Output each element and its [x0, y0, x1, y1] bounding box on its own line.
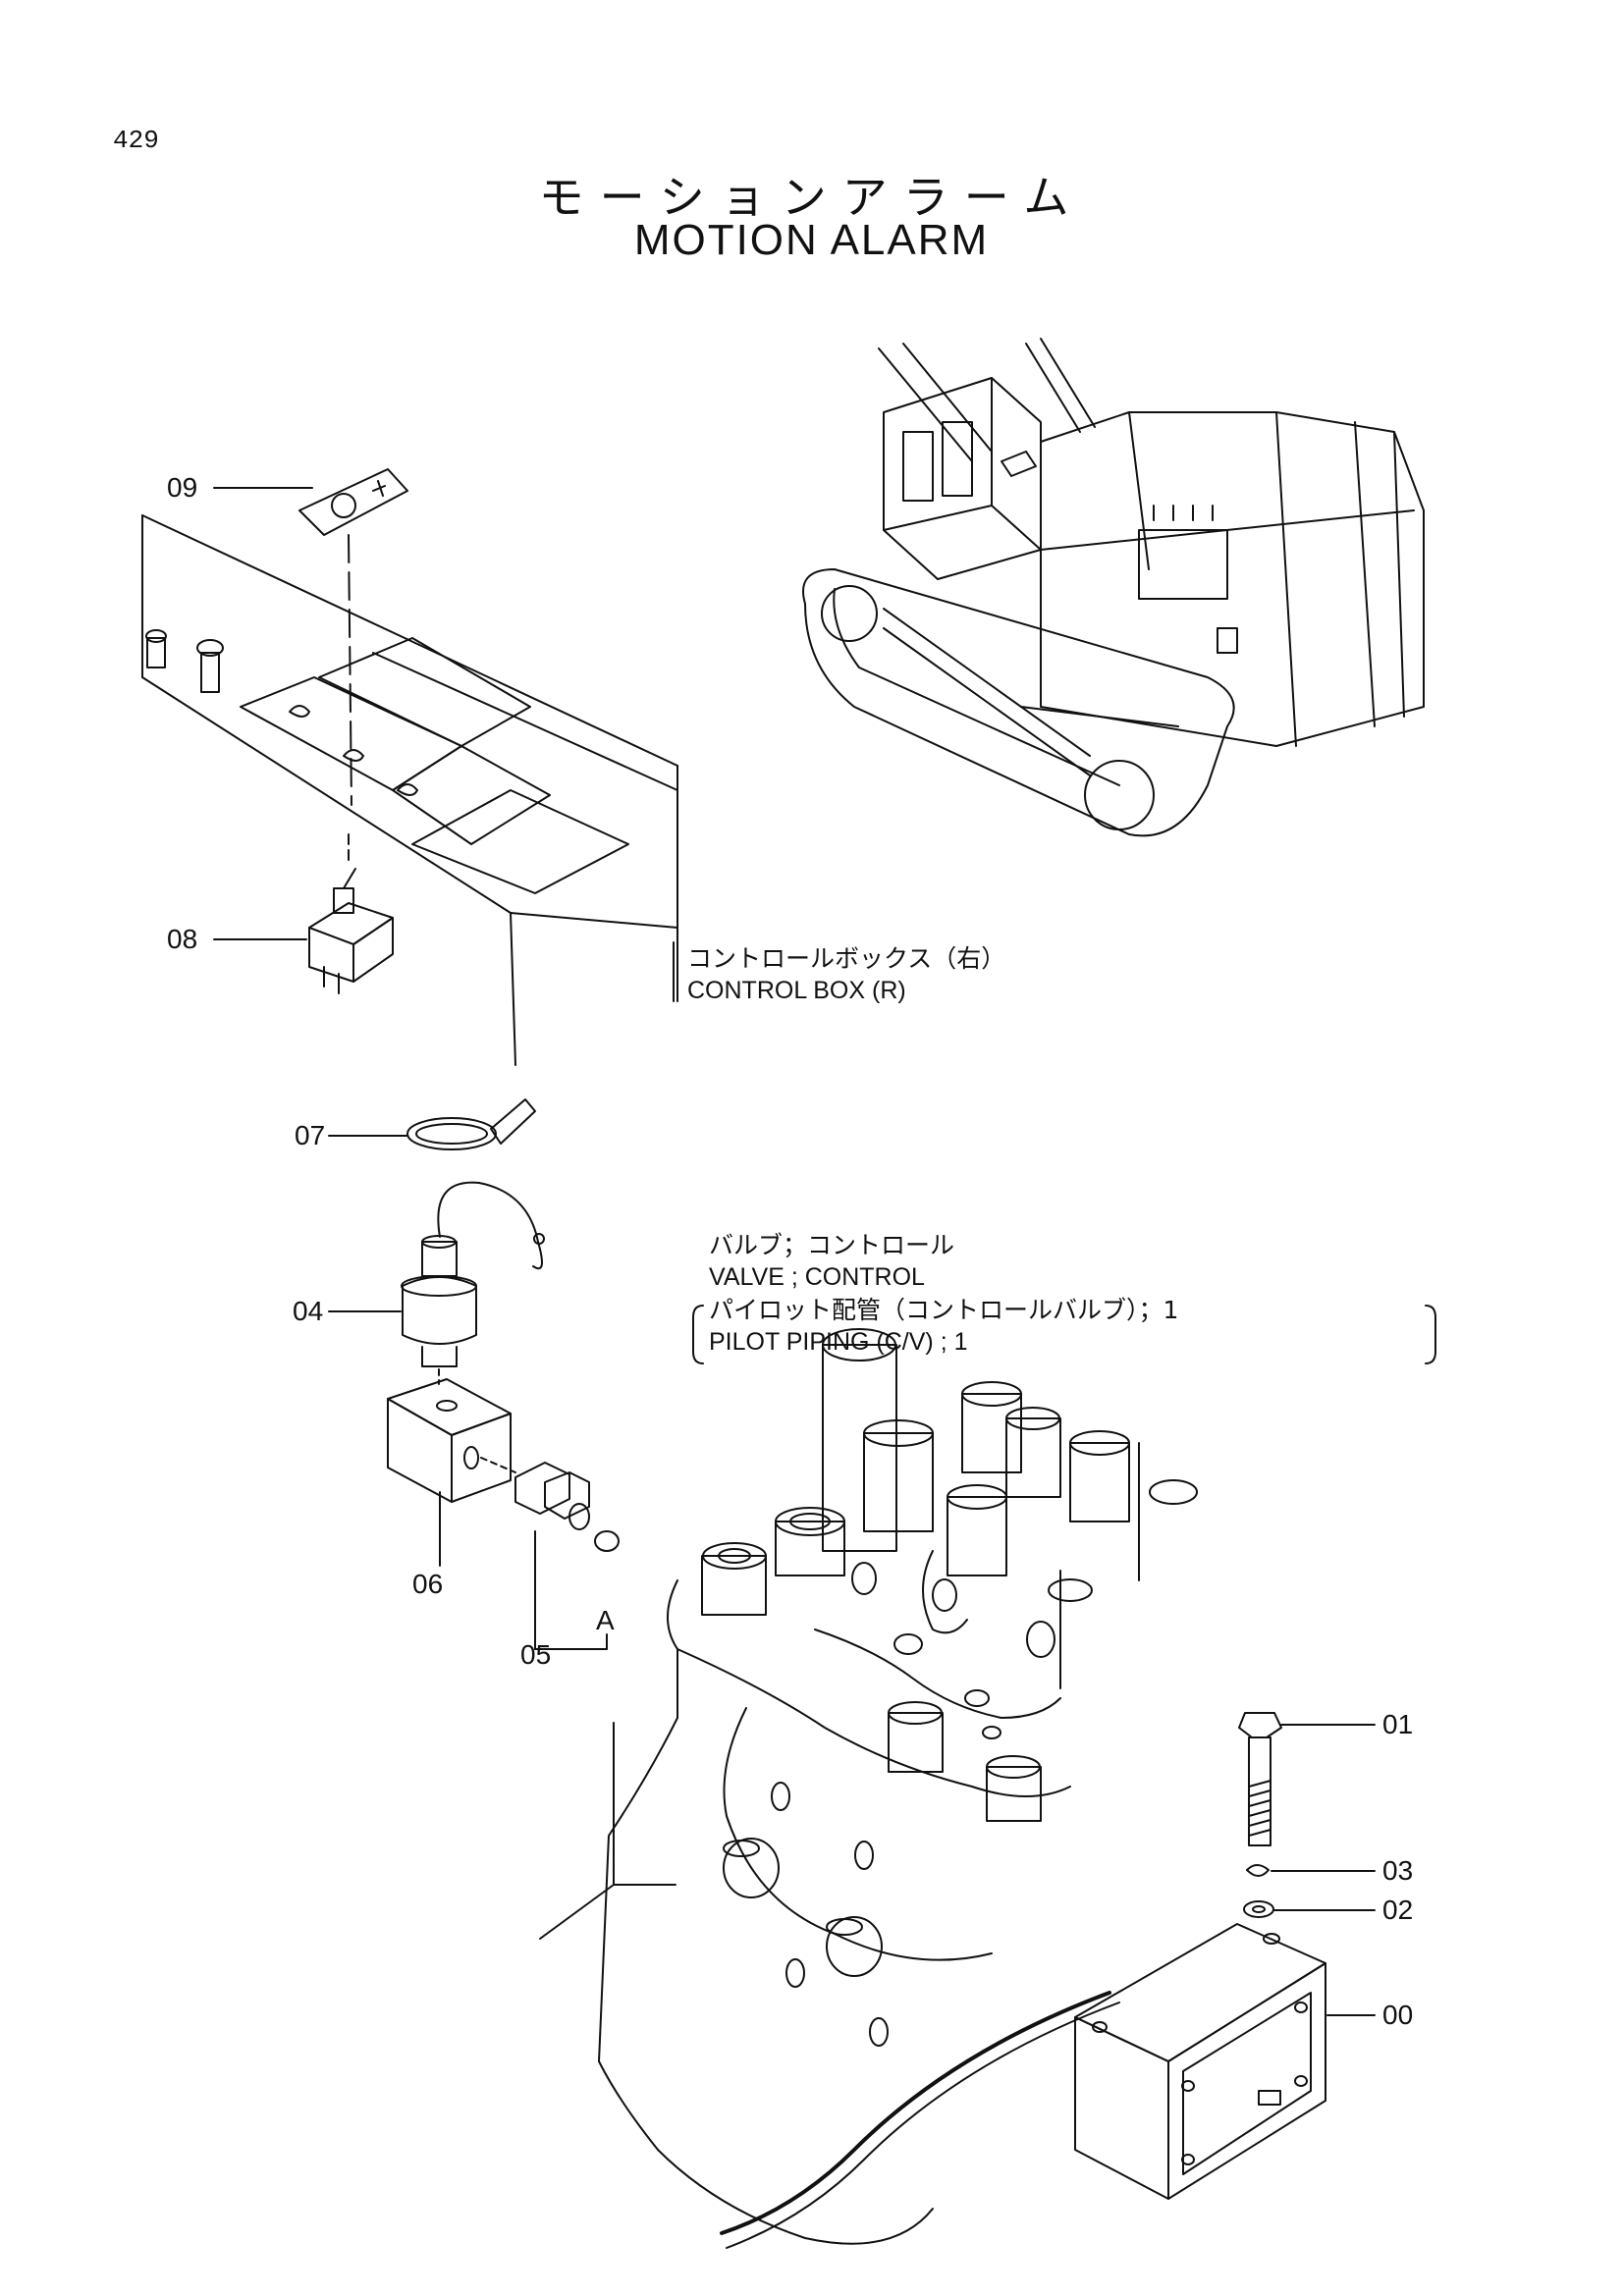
callout-00: 00 — [1382, 2000, 1414, 2030]
control-box-illustration — [142, 515, 677, 1065]
pilot-piping-bracket-left — [693, 1306, 703, 1363]
pilot-piping-bracket-right — [1426, 1306, 1435, 1363]
bracket-05-A — [535, 1531, 607, 1649]
label-pilot-piping-ja: パイロット配管（コントロールバルブ）；1 — [709, 1296, 1179, 1324]
callout-05: 05 — [520, 1639, 552, 1670]
callout-09: 09 — [167, 472, 198, 503]
control-valve-illustration — [540, 1329, 1197, 2244]
title-japanese: モーションアラーム — [538, 171, 1085, 224]
part-06-block — [388, 1379, 511, 1566]
part-02-washer — [1244, 1901, 1273, 1917]
callout-01: 01 — [1382, 1709, 1414, 1739]
part-03-spring-washer — [1247, 1865, 1269, 1876]
part-04-pressure-switch — [402, 1183, 544, 1384]
callout-08: 08 — [167, 924, 198, 954]
label-valve-en: VALVE ; CONTROL — [709, 1263, 925, 1291]
callout-03: 03 — [1382, 1855, 1414, 1886]
callout-07: 07 — [295, 1120, 326, 1150]
excavator-illustration — [803, 339, 1424, 835]
title-english: MOTION ALARM — [633, 216, 990, 264]
callout-04: 04 — [293, 1296, 324, 1326]
label-control-box-en: CONTROL BOX (R) — [687, 977, 906, 1004]
label-valve-ja: バルブ；コントロール — [709, 1231, 955, 1259]
part-07-cable-tie — [407, 1099, 535, 1149]
callout-A: A — [596, 1605, 615, 1635]
page-number: 429 — [113, 126, 159, 155]
callout-02: 02 — [1382, 1895, 1414, 1925]
part-00-motion-alarm-unit — [722, 1924, 1325, 2248]
part-05-adapter — [481, 1458, 589, 1529]
part-01-bolt — [1239, 1713, 1281, 1845]
label-control-box-ja: コントロールボックス（右） — [687, 944, 1006, 973]
callout-06: 06 — [412, 1569, 444, 1599]
part-09-plate — [299, 469, 407, 805]
label-pilot-piping-en: PILOT PIPING (C/V) ; 1 — [709, 1328, 968, 1356]
part-08-toggle-switch — [309, 834, 393, 993]
part-A-o-ring — [595, 1531, 619, 1551]
